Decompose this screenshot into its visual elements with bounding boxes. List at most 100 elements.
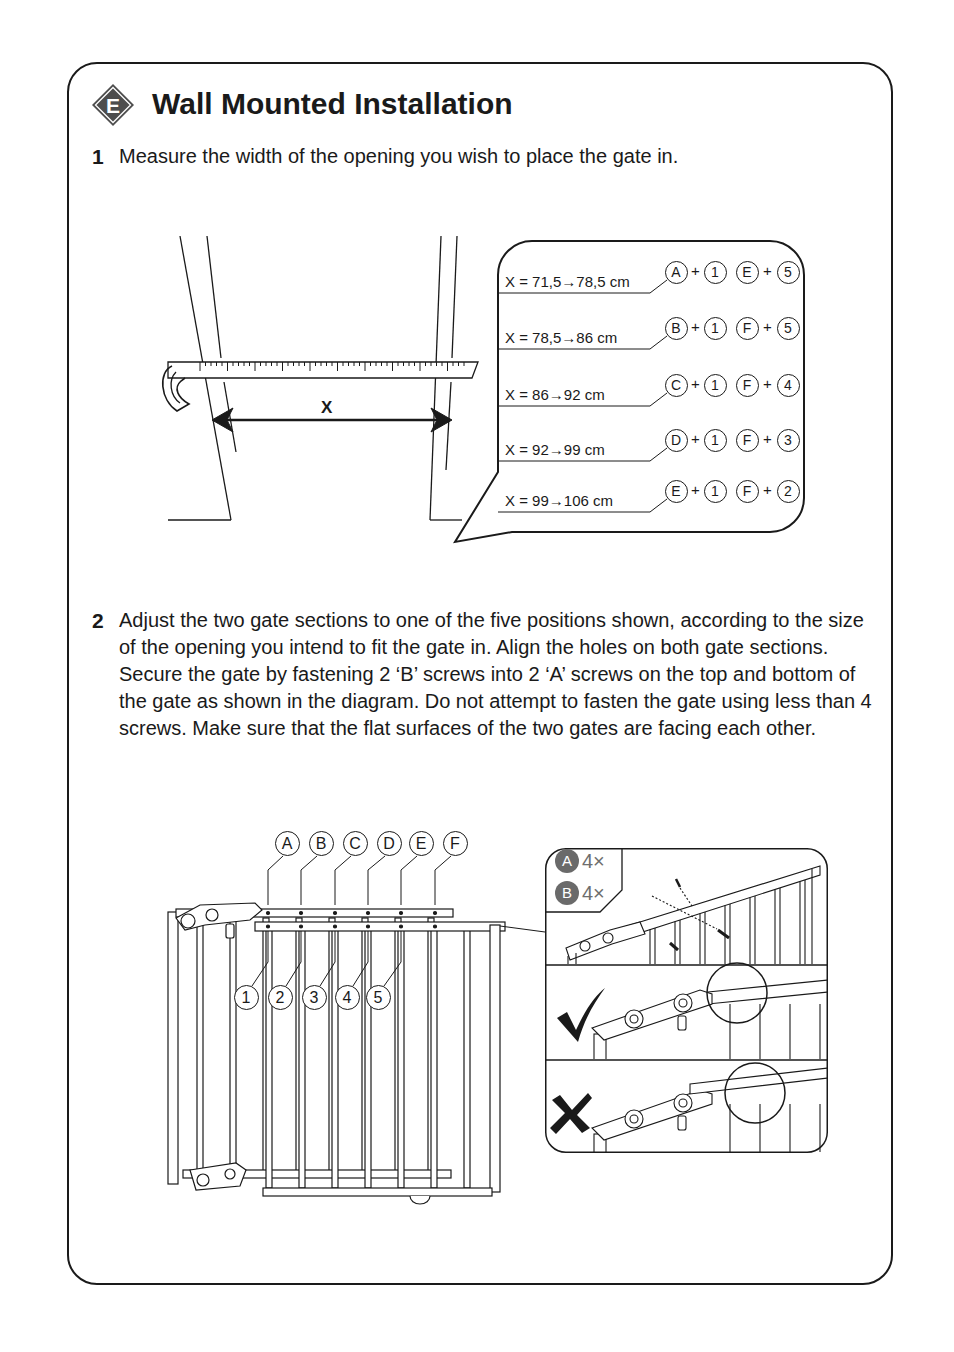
hinge-knob xyxy=(630,1015,638,1023)
size-callout-bubble-text: X = 99→106 cm xyxy=(505,492,613,509)
correct-fit-drawing xyxy=(592,980,827,1059)
gate-rail xyxy=(263,1188,492,1196)
page-frame-text: Adjust the two gate sections to one of t… xyxy=(119,607,879,742)
hinge-knob xyxy=(625,1110,643,1128)
cross-mark xyxy=(550,1093,592,1134)
tape-tick xyxy=(337,362,338,371)
diamond-inner-line xyxy=(96,88,131,123)
tape-tick xyxy=(227,362,228,371)
part-letter-circle-text: A xyxy=(671,264,680,281)
tape-tick xyxy=(332,362,333,366)
part-number-circle-text: 3 xyxy=(784,432,792,449)
part-number-circle: 4 xyxy=(777,374,800,397)
gate-bar xyxy=(754,896,755,965)
gate-rail xyxy=(255,922,505,931)
tape-tick xyxy=(271,362,272,366)
panel-divider xyxy=(545,964,828,965)
rail-hole xyxy=(267,925,270,928)
inset-dividers xyxy=(545,848,828,1060)
part-number-circle: 1 xyxy=(704,317,727,340)
gate-bar xyxy=(230,918,236,1172)
tape-tick xyxy=(398,362,399,366)
rail-hole xyxy=(434,925,437,928)
speech-bubble-outline xyxy=(455,241,804,542)
detail-inset-panel: 4×4×AB xyxy=(545,848,828,1153)
gate-hinge xyxy=(190,1163,246,1190)
check-mark xyxy=(557,988,605,1042)
part-letter-circle-text: F xyxy=(743,320,752,337)
gate-illustration xyxy=(168,903,505,1204)
panel-divider xyxy=(545,1059,828,1060)
gate-post xyxy=(811,869,812,965)
tape-tick xyxy=(238,362,239,366)
gate-bar xyxy=(649,930,650,965)
size-callout-bubble: X = 71,5→78,5 cm++X = 78,5→86 cm++X = 86… xyxy=(497,240,805,533)
screw-letter-dot: B xyxy=(555,881,579,905)
part-number-circle-text: 2 xyxy=(784,483,792,500)
part-letter-circle-text: D xyxy=(671,432,681,449)
inset-outline xyxy=(546,849,828,1153)
gate-bar xyxy=(779,888,780,965)
position-number-circle: 1 xyxy=(234,985,259,1010)
hinge-knob xyxy=(625,1010,643,1028)
size-callout-bubble-text: + xyxy=(690,262,702,279)
gate-post xyxy=(567,956,568,965)
size-callout-bubble-text: + xyxy=(762,430,774,447)
tape-tick xyxy=(343,362,344,366)
width-arrow-line xyxy=(224,419,440,422)
part-letter-circle: C xyxy=(665,374,688,397)
part-number-circle: 1 xyxy=(704,480,727,503)
arrow-head xyxy=(431,408,452,432)
floor-line xyxy=(430,519,462,520)
part-number-circle: 1 xyxy=(704,374,727,397)
tape-tick xyxy=(216,362,217,366)
part-letter-circle-text: E xyxy=(671,483,680,500)
gate-bar xyxy=(266,930,272,1188)
gate-bar xyxy=(704,912,705,965)
size-callout-bubble-text: + xyxy=(762,481,774,498)
tape-tick xyxy=(442,362,443,366)
leader-line xyxy=(500,926,545,932)
gate-bar xyxy=(431,930,437,1188)
gate-bar xyxy=(729,904,730,965)
wall-edge xyxy=(452,236,457,358)
gate-rail xyxy=(690,1068,827,1094)
page-title: Wall Mounted Installation xyxy=(152,86,513,122)
leader-line xyxy=(320,931,335,986)
tape-tick xyxy=(359,362,360,366)
part-letter-circle: E xyxy=(736,261,759,284)
wrong-rail xyxy=(690,1068,827,1094)
page-frame-text: Measure the width of the opening you wis… xyxy=(119,143,879,170)
position-number-circle: 3 xyxy=(302,985,327,1010)
screw xyxy=(718,930,729,938)
hinge-knob xyxy=(181,914,195,928)
page-frame-text: 2 xyxy=(92,607,104,634)
gate-bar xyxy=(674,922,675,965)
hinge-knob xyxy=(580,941,590,951)
part-letter-circle-text: E xyxy=(742,264,751,281)
position-letter-circle: D xyxy=(377,831,402,856)
hinge-knob xyxy=(206,909,218,921)
part-letter-circle-text: B xyxy=(671,320,680,337)
part-number-circle: 5 xyxy=(777,261,800,284)
leader-line xyxy=(286,931,301,986)
part-number-circle: 1 xyxy=(704,261,727,284)
part-number-circle-text: 5 xyxy=(784,320,792,337)
size-callout-bubble-text: X = 86→92 cm xyxy=(505,386,605,403)
rail-hole xyxy=(434,912,437,915)
screw-path xyxy=(680,888,692,906)
gate-bar xyxy=(789,1104,790,1152)
hinge-knob xyxy=(630,1115,638,1123)
tape-tick xyxy=(260,362,261,366)
tape-tick xyxy=(293,362,294,366)
tape-tick xyxy=(310,362,311,371)
position-number-circle-text: 5 xyxy=(374,988,383,1007)
tape-hook xyxy=(163,366,189,411)
page-frame: 1 Measure the width of the opening you wi… xyxy=(67,62,893,1285)
tape-tick xyxy=(392,362,393,371)
detail-inset-panel-text: 4× xyxy=(582,849,605,873)
tape-tick xyxy=(376,362,377,366)
leader-line xyxy=(435,856,451,905)
gate-bar xyxy=(464,930,470,1188)
part-number-circle-text: 1 xyxy=(711,432,719,449)
